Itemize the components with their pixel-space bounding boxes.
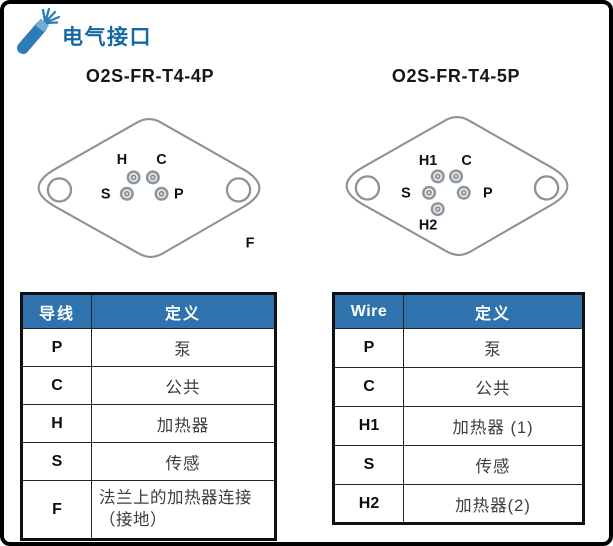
model-title-5p: O2S-FR-T4-5P <box>391 66 521 86</box>
definition-cell: 泵 <box>91 328 276 367</box>
package-diagram-5p: H1 C S P H2 <box>345 116 569 256</box>
wire-cell: H2 <box>333 484 404 524</box>
pin-c <box>145 170 160 185</box>
pin-label-p: P <box>483 186 493 202</box>
wire-cell: P <box>333 328 404 368</box>
table-row: P 泵 <box>333 328 584 368</box>
definition-cell: 公共 <box>91 366 276 405</box>
column-header-definition: 定义 <box>403 293 584 329</box>
wire-cell: S <box>333 445 404 485</box>
wire-cell: H1 <box>333 406 404 446</box>
mounting-hole-left <box>46 177 73 203</box>
table-row: H 加热器 <box>21 404 276 443</box>
wire-cell: C <box>21 366 92 405</box>
pin-label-c: C <box>461 153 472 169</box>
table-row: H1 加热器 (1) <box>333 406 584 446</box>
table-row: C 公共 <box>21 366 276 405</box>
wire-cell: H <box>21 404 92 443</box>
pin-label-p: P <box>174 187 184 203</box>
package-outline <box>37 118 261 258</box>
table-row: S 传感 <box>21 442 276 481</box>
wire-cell: S <box>21 442 92 481</box>
table-row: P 泵 <box>21 328 276 367</box>
pin-label-h1: H1 <box>419 153 437 169</box>
table-row: S 传感 <box>333 445 584 485</box>
column-header-definition: 定义 <box>91 293 276 329</box>
table-row: C 公共 <box>333 367 584 407</box>
package-diagram-4p: H C S P F <box>37 118 261 258</box>
pin-label-h: H <box>117 152 127 168</box>
pin-label-f: F <box>246 236 255 252</box>
pin-h <box>126 170 141 185</box>
pin-label-s: S <box>401 186 411 202</box>
table-header-row: Wire 定义 <box>333 293 584 329</box>
wire-cell: F <box>21 480 92 540</box>
section-title: 电气接口 <box>62 26 152 49</box>
pin-p <box>154 186 169 201</box>
pin-label-h2: H2 <box>419 217 437 233</box>
pin-h2 <box>430 202 445 217</box>
table-header-row: 导线 定义 <box>21 293 276 329</box>
definition-cell: 传感 <box>91 442 276 481</box>
pin-label-c: C <box>156 152 167 168</box>
wire-cell: C <box>333 367 404 407</box>
definition-cell: 传感 <box>403 445 584 485</box>
definition-cell: 加热器(2) <box>403 484 584 524</box>
table-row: F 法兰上的加热器连接（接地） <box>21 480 276 540</box>
table-row: H2 加热器(2) <box>333 484 584 524</box>
definition-cell: 公共 <box>403 367 584 407</box>
wire-cell: P <box>21 328 92 367</box>
column-header-wire: 导线 <box>21 293 92 329</box>
definition-cell: 法兰上的加热器连接（接地） <box>91 480 276 540</box>
pin-h1 <box>430 169 445 184</box>
pin-c <box>449 169 464 184</box>
mounting-hole-right <box>225 177 252 203</box>
pin-s <box>119 186 134 201</box>
definition-cell: 加热器 (1) <box>403 406 584 446</box>
model-title-4p: O2S-FR-T4-4P <box>85 66 215 86</box>
wire-table-5p: Wire 定义 P 泵 C 公共 H1 加热器 (1) S 传感 H2 <box>332 292 585 525</box>
pin-label-s: S <box>101 187 111 203</box>
cable-icon <box>17 7 61 54</box>
definition-cell: 加热器 <box>91 404 276 443</box>
pin-s <box>422 185 437 200</box>
definition-cell: 泵 <box>403 328 584 368</box>
pin-p <box>456 185 471 200</box>
mounting-hole-left <box>354 175 381 201</box>
mounting-hole-right <box>533 175 560 201</box>
column-header-wire: Wire <box>333 293 404 329</box>
wire-table-4p: 导线 定义 P 泵 C 公共 H 加热器 S 传感 F 法兰上的 <box>20 292 277 541</box>
package-outline <box>345 116 569 256</box>
